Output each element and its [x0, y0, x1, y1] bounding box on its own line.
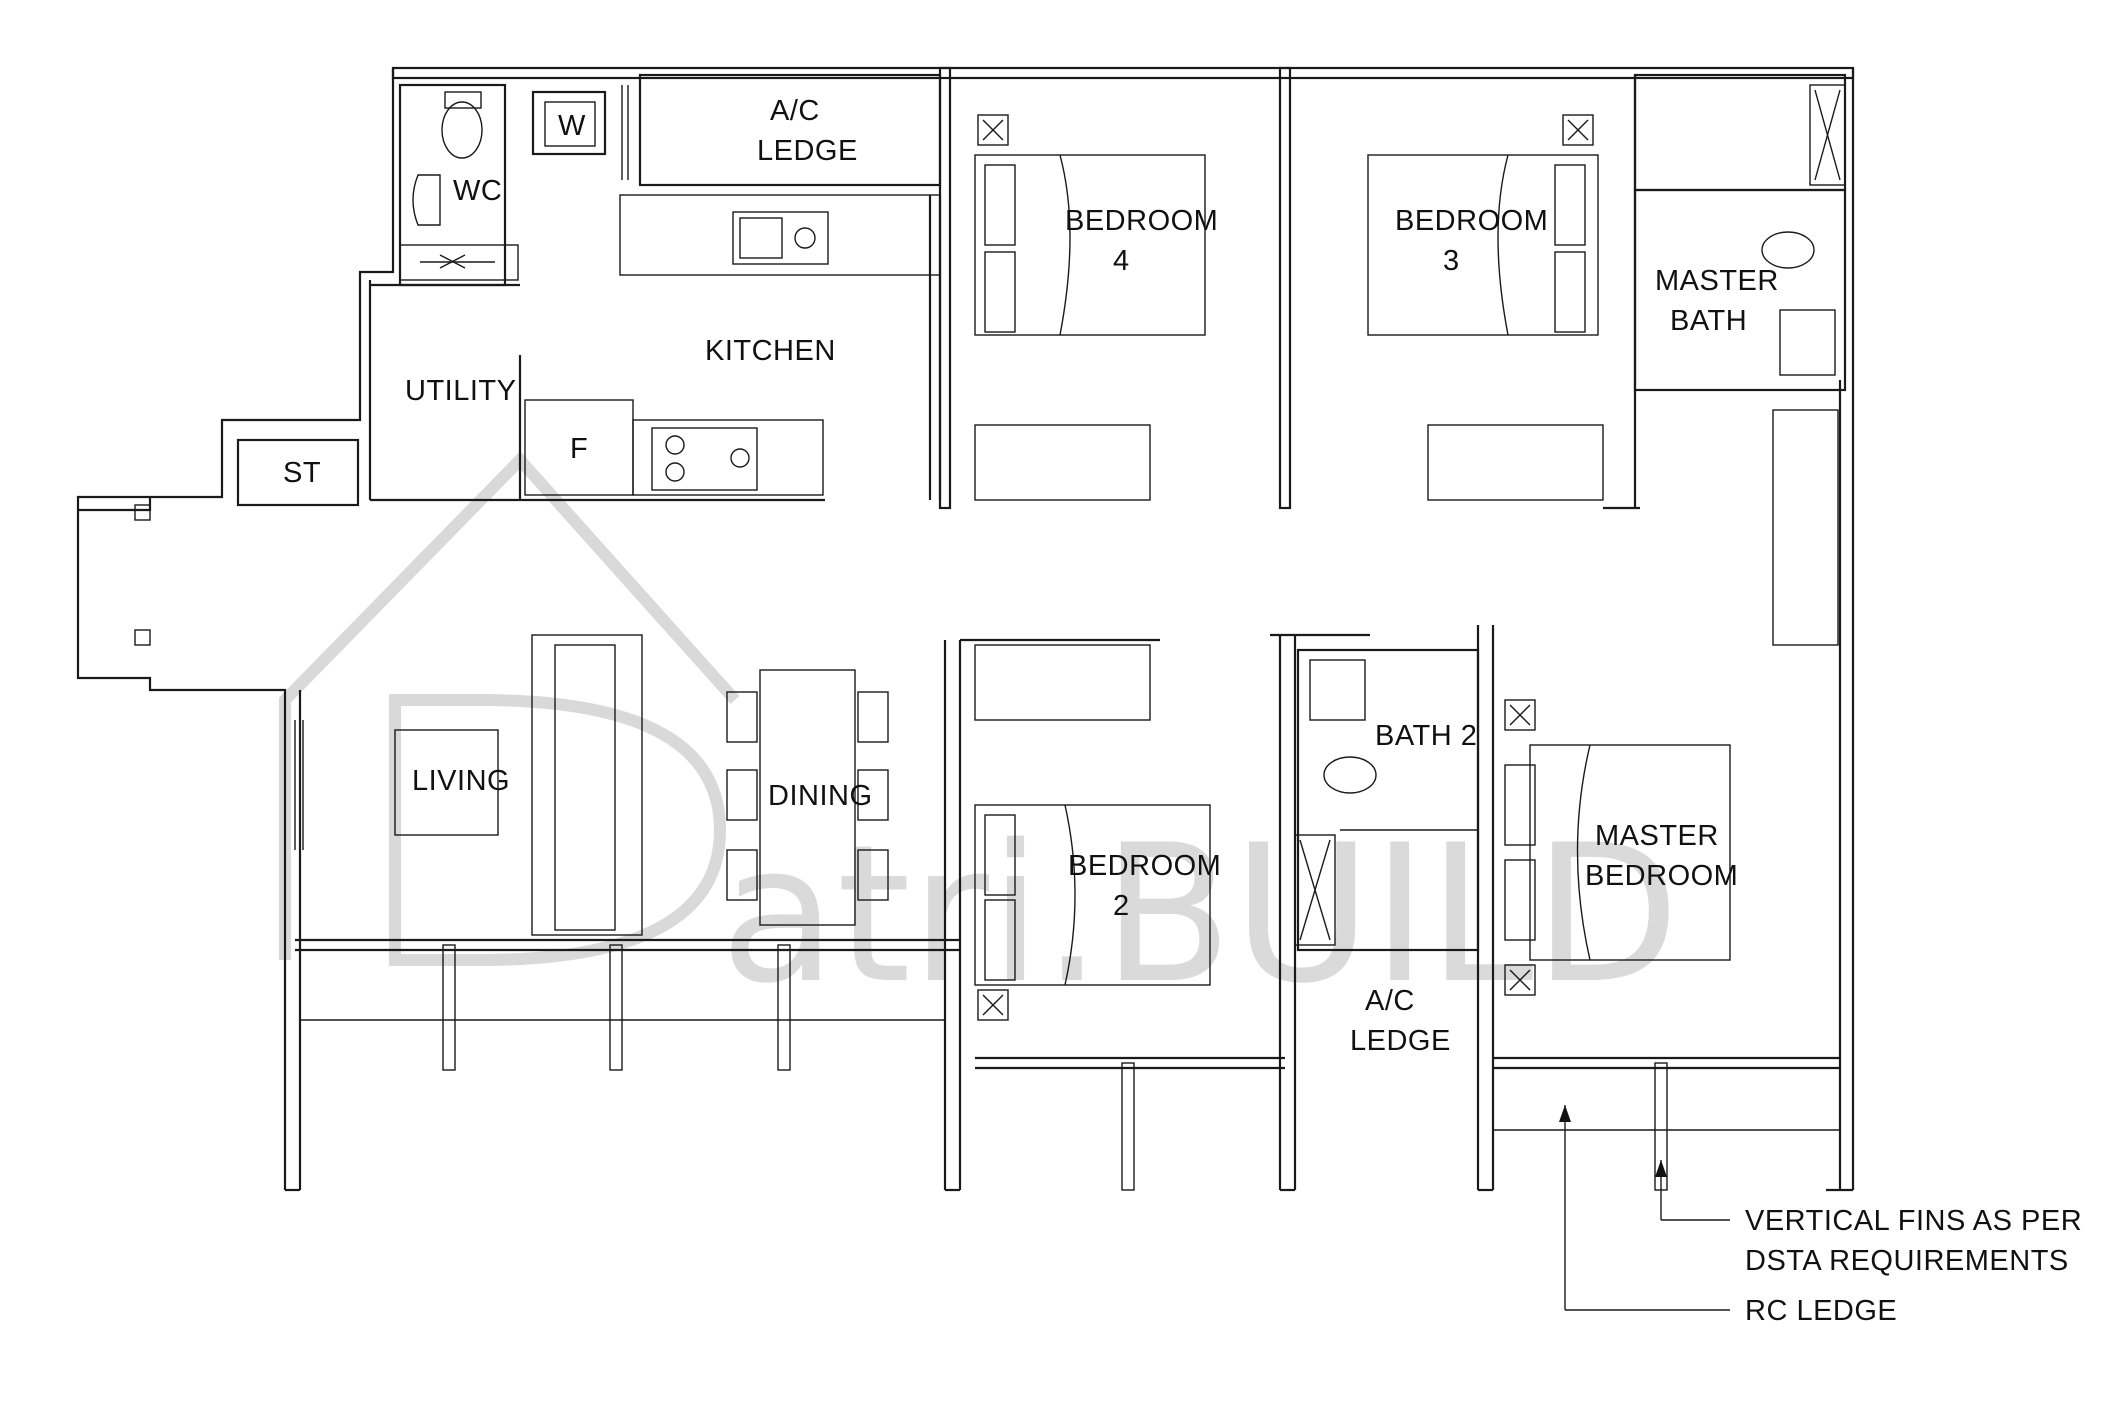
ac-ledge-top-line2: LEDGE [757, 135, 858, 167]
bath-2: BATH 2 A/C LEDGE [1294, 625, 1495, 1192]
bedroom-3-wardrobe-icon [1427, 424, 1604, 501]
bedroom-4-bed-icon [974, 154, 1206, 336]
bedroom-2-bed-icon [974, 804, 1211, 986]
ac-ledge-top-line1: A/C [770, 95, 820, 127]
master-bedroom-bed-icon [1529, 744, 1731, 961]
bedroom-4-line2: 4 [1113, 245, 1130, 277]
kitchen-label: KITCHEN [705, 335, 836, 367]
master-bedroom-lamp-top-icon [1504, 699, 1536, 731]
bedroom-2-line2: 2 [1113, 890, 1130, 922]
bath-2-toilet-icon [1323, 756, 1377, 794]
store-room: ST [236, 438, 360, 507]
master-bedroom-lamp-bottom-icon [1504, 964, 1536, 996]
kitchen-counter-top [619, 194, 941, 276]
ac-ledge-bottom-line2: LEDGE [1350, 1025, 1451, 1057]
wc-room: WC [398, 83, 519, 287]
master-bath-toilet-icon [1761, 231, 1815, 269]
hob-icon [651, 427, 758, 491]
fins-note-line1: VERTICAL FINS AS PER [1745, 1205, 2082, 1237]
bedroom-3-bed-icon [1367, 154, 1599, 336]
wc-toilet-icon [441, 101, 483, 159]
bath-2-label: BATH 2 [1375, 720, 1477, 752]
bath-2-basin-icon [1309, 659, 1366, 721]
bedroom-2-lamp-icon [977, 989, 1009, 1021]
ac-ledge-top: A/C LEDGE [638, 73, 942, 187]
living-balcony [295, 640, 962, 1192]
watermark-text: atri.BUILD [720, 804, 1680, 1025]
living-room: LIVING [294, 634, 643, 936]
master-bedroom-line1: MASTER [1595, 820, 1719, 852]
utility-label: UTILITY [405, 375, 516, 407]
master-bath-basin-icon [1779, 309, 1836, 376]
bedroom-3-lamp-icon [1562, 114, 1594, 146]
fins-note-line2: DSTA REQUIREMENTS [1745, 1245, 2069, 1277]
washer-label: W [558, 110, 586, 142]
dining-label: DINING [768, 780, 873, 812]
bedroom-3-line1: BEDROOM [1395, 205, 1548, 237]
master-bedroom: MASTER BEDROOM [1493, 699, 1840, 1191]
fridge-label: F [570, 433, 588, 465]
bedroom-4: BEDROOM 4 [938, 66, 1292, 510]
annotations: VERTICAL FINS AS PER DSTA REQUIREMENTS R… [1559, 1105, 2082, 1327]
bath-2-shower-icon [1294, 834, 1336, 946]
ac-ledge-bottom-line1: A/C [1365, 985, 1415, 1017]
master-bath: MASTER BATH [1633, 73, 1847, 392]
master-bath-line1: MASTER [1655, 265, 1779, 297]
dining-table-icon [759, 669, 856, 926]
kitchen: F KITCHEN [368, 194, 942, 502]
bedroom-4-lamp-icon [977, 114, 1009, 146]
bedroom-2-line1: BEDROOM [1068, 850, 1221, 882]
bedroom-4-line1: BEDROOM [1065, 205, 1218, 237]
bedroom-3-line2: 3 [1443, 245, 1460, 277]
bedroom-2-wardrobe-icon [974, 644, 1151, 721]
sofa-icon [531, 634, 643, 936]
bedroom-4-wardrobe-icon [974, 424, 1151, 501]
dining-area: DINING [726, 669, 889, 926]
rc-ledge-note: RC LEDGE [1745, 1295, 1897, 1327]
sink-icon [732, 211, 829, 265]
bedroom-3: BEDROOM 3 [1367, 75, 1640, 510]
store-label: ST [283, 457, 321, 489]
living-label: LIVING [412, 765, 510, 797]
kitchen-counter-bottom [632, 419, 824, 496]
utility-room: UTILITY [370, 283, 520, 407]
wc-basin-icon [412, 174, 441, 226]
master-bedroom-line2: BEDROOM [1585, 860, 1738, 892]
master-bath-line2: BATH [1670, 305, 1747, 337]
master-wardrobe-icon [1772, 409, 1839, 646]
washer: W [531, 85, 629, 180]
wc-label: WC [453, 175, 502, 207]
watermark: atri.BUILD [279, 451, 1680, 1025]
